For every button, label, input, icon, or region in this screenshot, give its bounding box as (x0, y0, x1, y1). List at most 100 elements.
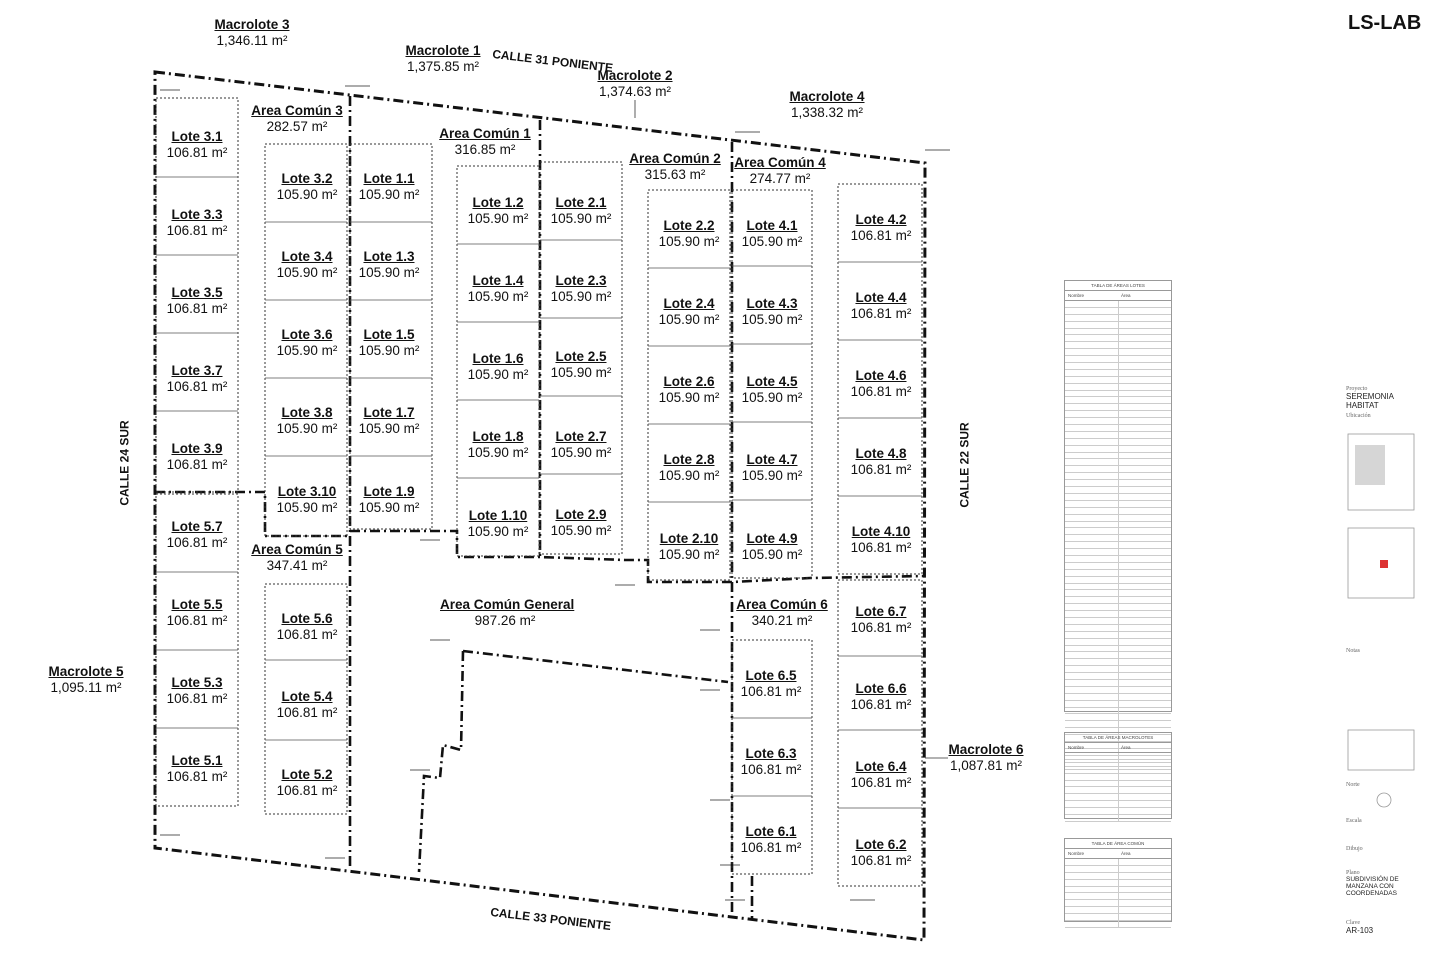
table-row (1065, 597, 1171, 605)
table-title: TABLA DE ÁREAS MACROLOTES (1065, 733, 1171, 743)
scale-block: Escala (1346, 818, 1416, 824)
table-row (1065, 431, 1171, 439)
table-row (1065, 369, 1171, 377)
table-row (1065, 493, 1171, 501)
lot-area: 105.90 m² (741, 234, 803, 249)
table-row (1065, 707, 1171, 715)
table-row (1065, 307, 1171, 315)
north-caption: Norte (1346, 782, 1360, 788)
table-row (1065, 686, 1171, 694)
lot-area: 105.90 m² (550, 445, 612, 460)
table-row (1065, 321, 1171, 329)
lot-area: 105.90 m² (550, 211, 612, 226)
lot-name: Lote 1.2 (472, 195, 524, 210)
table-row (1065, 893, 1171, 901)
lot-name: Lote 2.9 (555, 507, 607, 522)
lot-name: Lote 2.5 (555, 349, 607, 364)
lot-area: 106.81 m² (166, 301, 228, 316)
lot-area: 106.81 m² (850, 462, 912, 477)
table-row (1065, 535, 1171, 543)
key-block: Clave AR-103 (1346, 920, 1416, 935)
table-row (1065, 886, 1171, 894)
lot-area: 106.81 m² (740, 684, 802, 699)
street-east-label: CALLE 22 SUR (957, 422, 972, 508)
title-block: Proyecto SEREMONIA HABITAT Ubicación (1346, 380, 1416, 419)
lot-name: Lote 6.3 (745, 746, 797, 761)
lot-name: Lote 3.4 (281, 249, 333, 264)
table-row (1065, 728, 1171, 736)
drawing-caption: Dibujo (1346, 846, 1363, 852)
plan-caption: Plano (1346, 870, 1360, 876)
lot-area: 105.90 m² (658, 468, 720, 483)
table-row (1065, 335, 1171, 343)
table-row (1065, 766, 1171, 774)
table-row (1065, 583, 1171, 591)
table-row (1065, 611, 1171, 618)
table-row (1065, 555, 1171, 563)
lot-area: 105.90 m² (550, 365, 612, 380)
lot-area: 106.81 m² (850, 697, 912, 712)
table-row (1065, 549, 1171, 556)
lot-name: Lote 4.3 (746, 296, 798, 311)
lot-area: 105.90 m² (358, 421, 420, 436)
table-row (1065, 693, 1171, 701)
lot-area: 105.90 m² (276, 187, 338, 202)
table-body (1065, 301, 1171, 770)
lot-area: 106.81 m² (276, 705, 338, 720)
plan-block: Plano SUBDIVISIÓN DE MANZANA CON COORDEN… (1346, 870, 1416, 897)
lot-name: Lote 5.5 (171, 597, 223, 612)
table-row (1065, 604, 1171, 612)
table-row (1065, 452, 1171, 460)
lot-area: 106.81 m² (166, 223, 228, 238)
lot-name: Lote 4.6 (855, 368, 907, 383)
table-row (1065, 507, 1171, 515)
lot-name: Lote 3.3 (171, 207, 223, 222)
street-west-label: CALLE 24 SUR (117, 420, 132, 506)
lot-blocks (155, 97, 923, 887)
lot-area: 106.81 m² (166, 613, 228, 628)
lot-name: Lote 4.2 (855, 212, 907, 227)
north-block: Norte (1346, 782, 1416, 788)
lot-name: Lote 1.1 (363, 171, 415, 186)
lot-name: Lote 6.1 (745, 824, 797, 839)
lot-name: Lote 2.8 (663, 452, 715, 467)
lot-area: 106.81 m² (850, 775, 912, 790)
lot-area: 105.90 m² (658, 390, 720, 405)
lot-area: 105.90 m² (741, 312, 803, 327)
table-row (1065, 859, 1171, 866)
table-row (1065, 390, 1171, 398)
lot-name: Lote 4.5 (746, 374, 798, 389)
